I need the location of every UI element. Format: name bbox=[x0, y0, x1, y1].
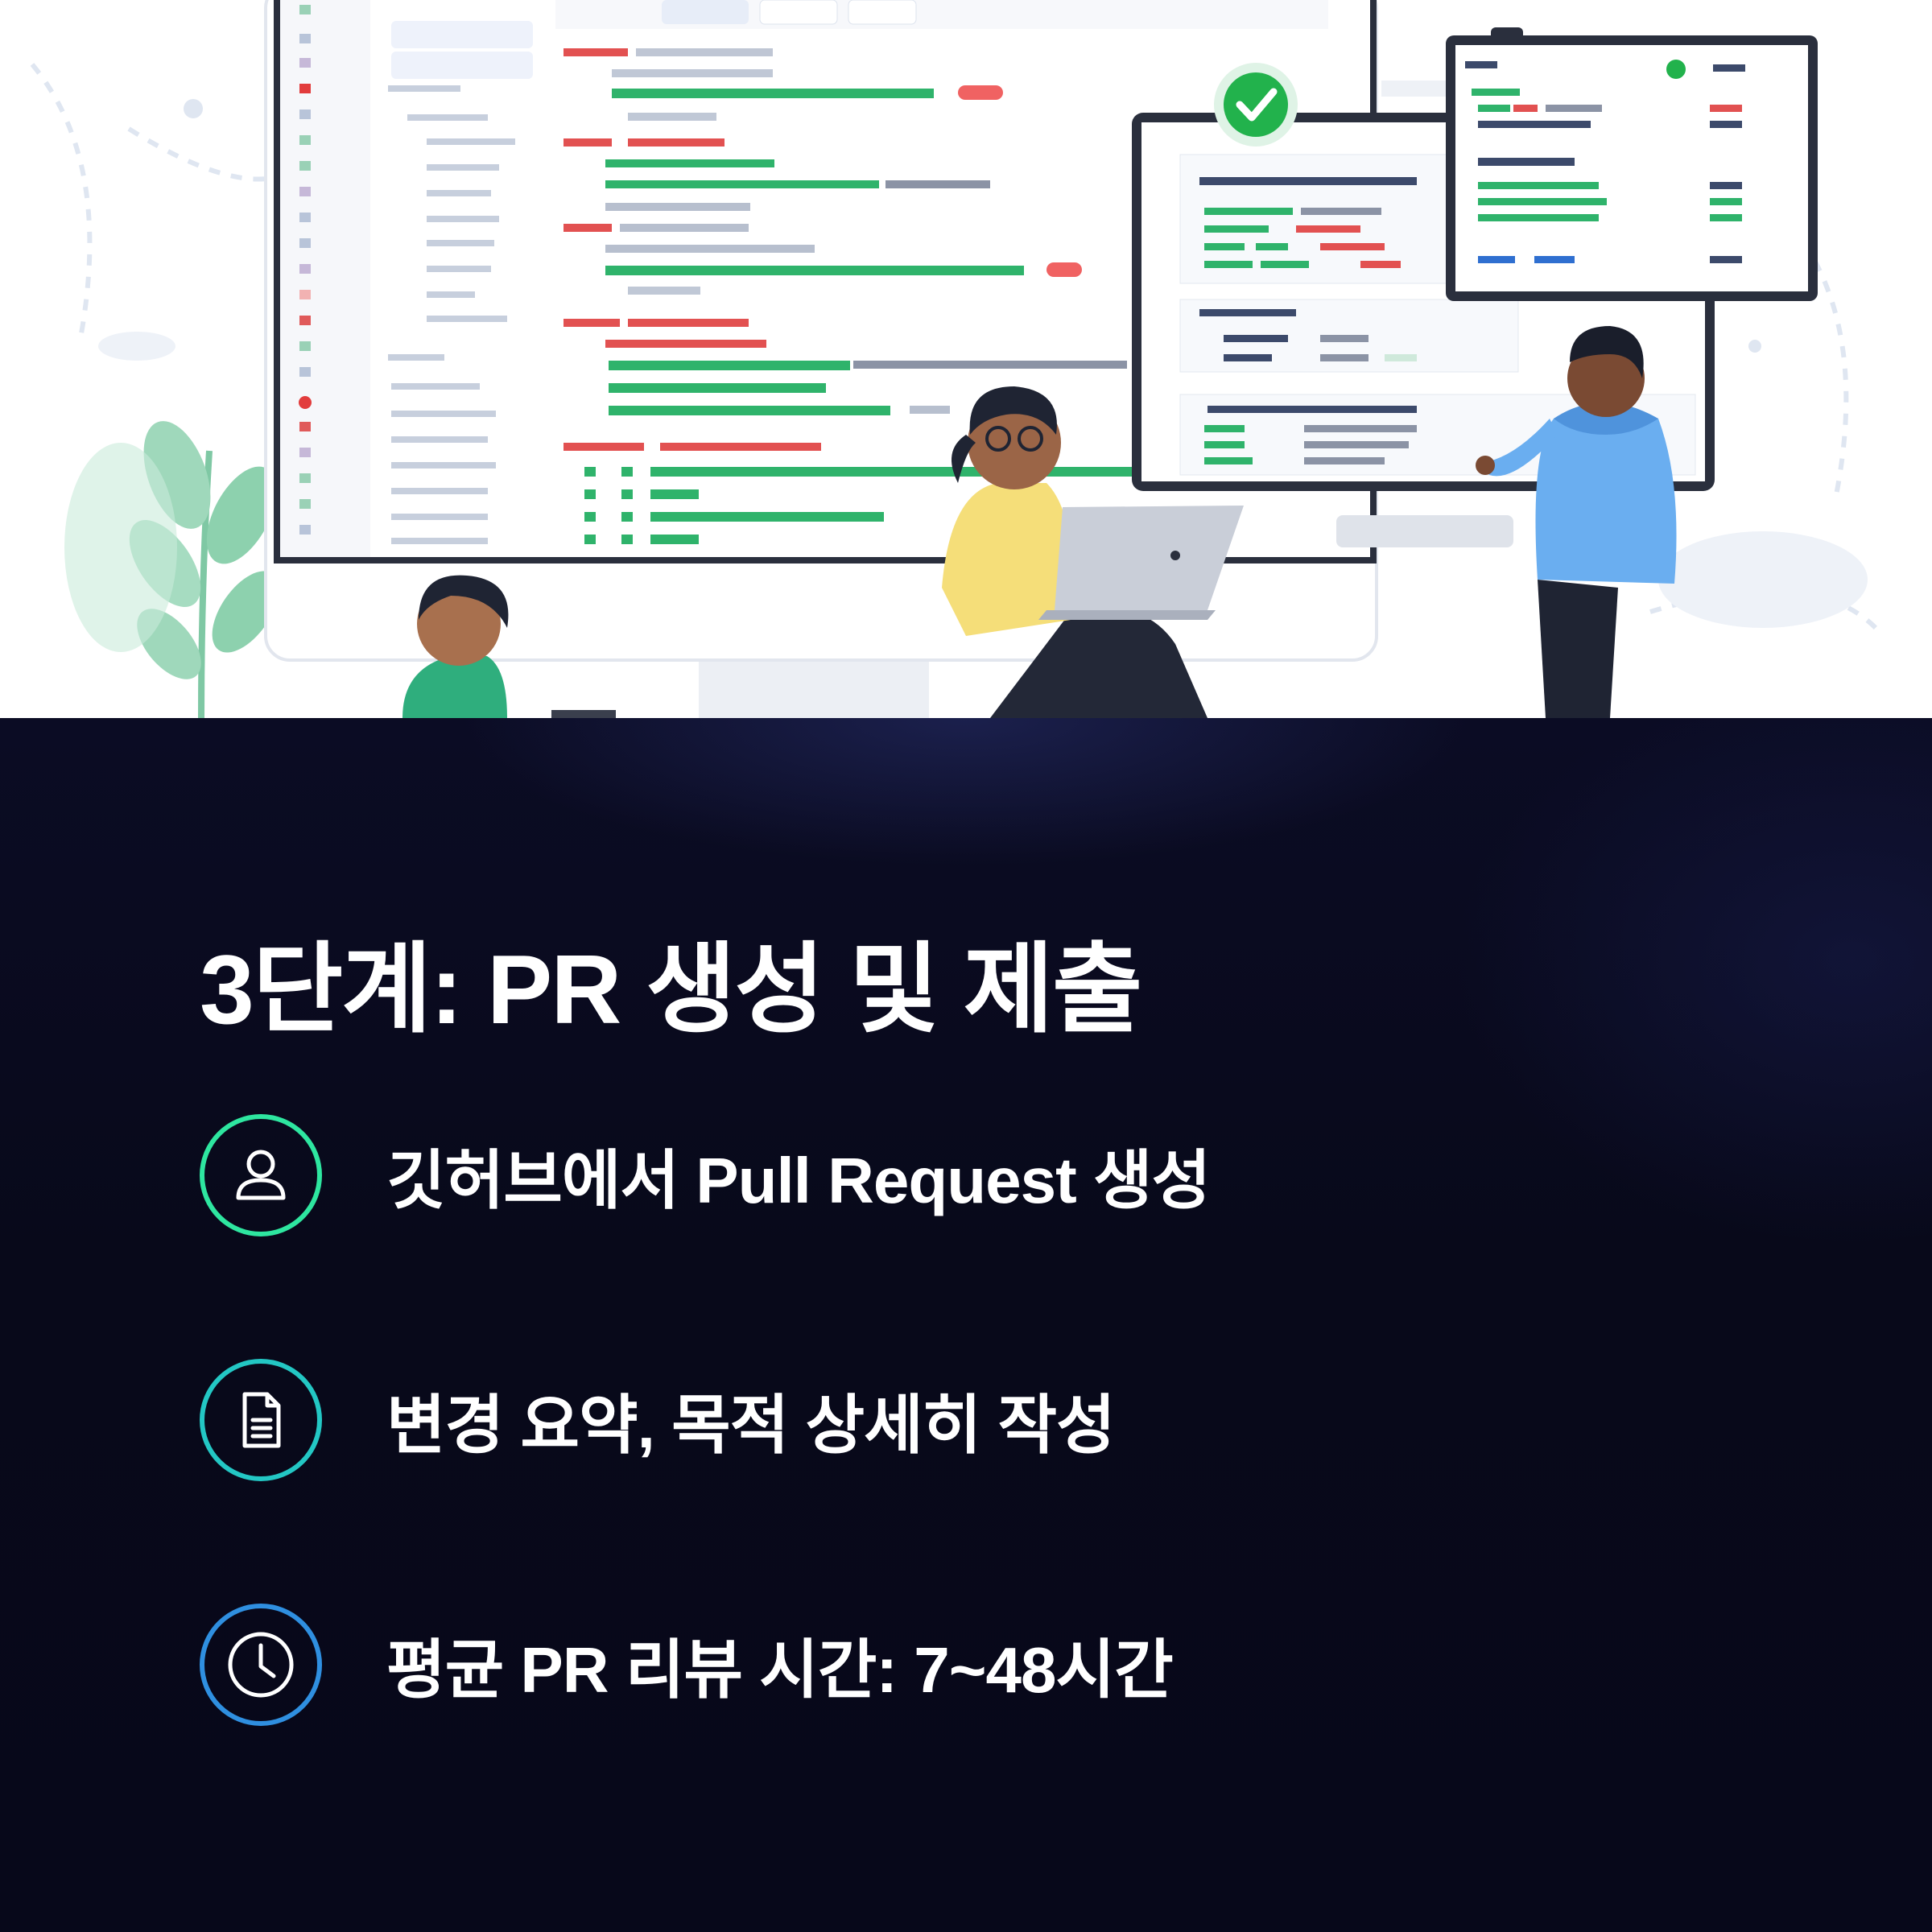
user-icon-ring bbox=[200, 1114, 322, 1236]
document-icon-ring bbox=[200, 1359, 322, 1481]
step-item-label: 평균 PR 리뷰 시간: 7~48시간 bbox=[386, 1634, 1174, 1706]
step-item-label: 변경 요약, 목적 상세히 작성 bbox=[386, 1389, 1116, 1461]
team-review-illustration bbox=[30, 0, 1878, 718]
step-item-label: 깃허브에서 Pull Request 생성 bbox=[386, 1145, 1211, 1216]
hero-illustration bbox=[0, 0, 1932, 718]
step-item-create-pr: 깃허브에서 Pull Request 생성 bbox=[200, 1111, 1729, 1240]
info-panel: 3단계: PR 생성 및 제출 깃허브에서 Pull Request 생성 변경… bbox=[0, 718, 1932, 1932]
step-item-review-time: 평균 PR 리뷰 시간: 7~48시간 bbox=[200, 1600, 1729, 1729]
user-icon bbox=[236, 1150, 286, 1200]
step-item-write-summary: 변경 요약, 목적 상세히 작성 bbox=[200, 1356, 1729, 1484]
side-monitor bbox=[1381, 27, 1818, 301]
clock-icon bbox=[228, 1632, 294, 1698]
person-with-laptop bbox=[942, 386, 1244, 718]
leaf-plant bbox=[64, 421, 279, 718]
person-pointing-at-screen bbox=[1476, 326, 1677, 718]
slide-title: 3단계: PR 생성 및 제출 bbox=[200, 935, 1142, 1044]
document-icon bbox=[242, 1392, 281, 1448]
clock-icon-ring bbox=[200, 1604, 322, 1726]
person-at-desk bbox=[402, 575, 616, 718]
